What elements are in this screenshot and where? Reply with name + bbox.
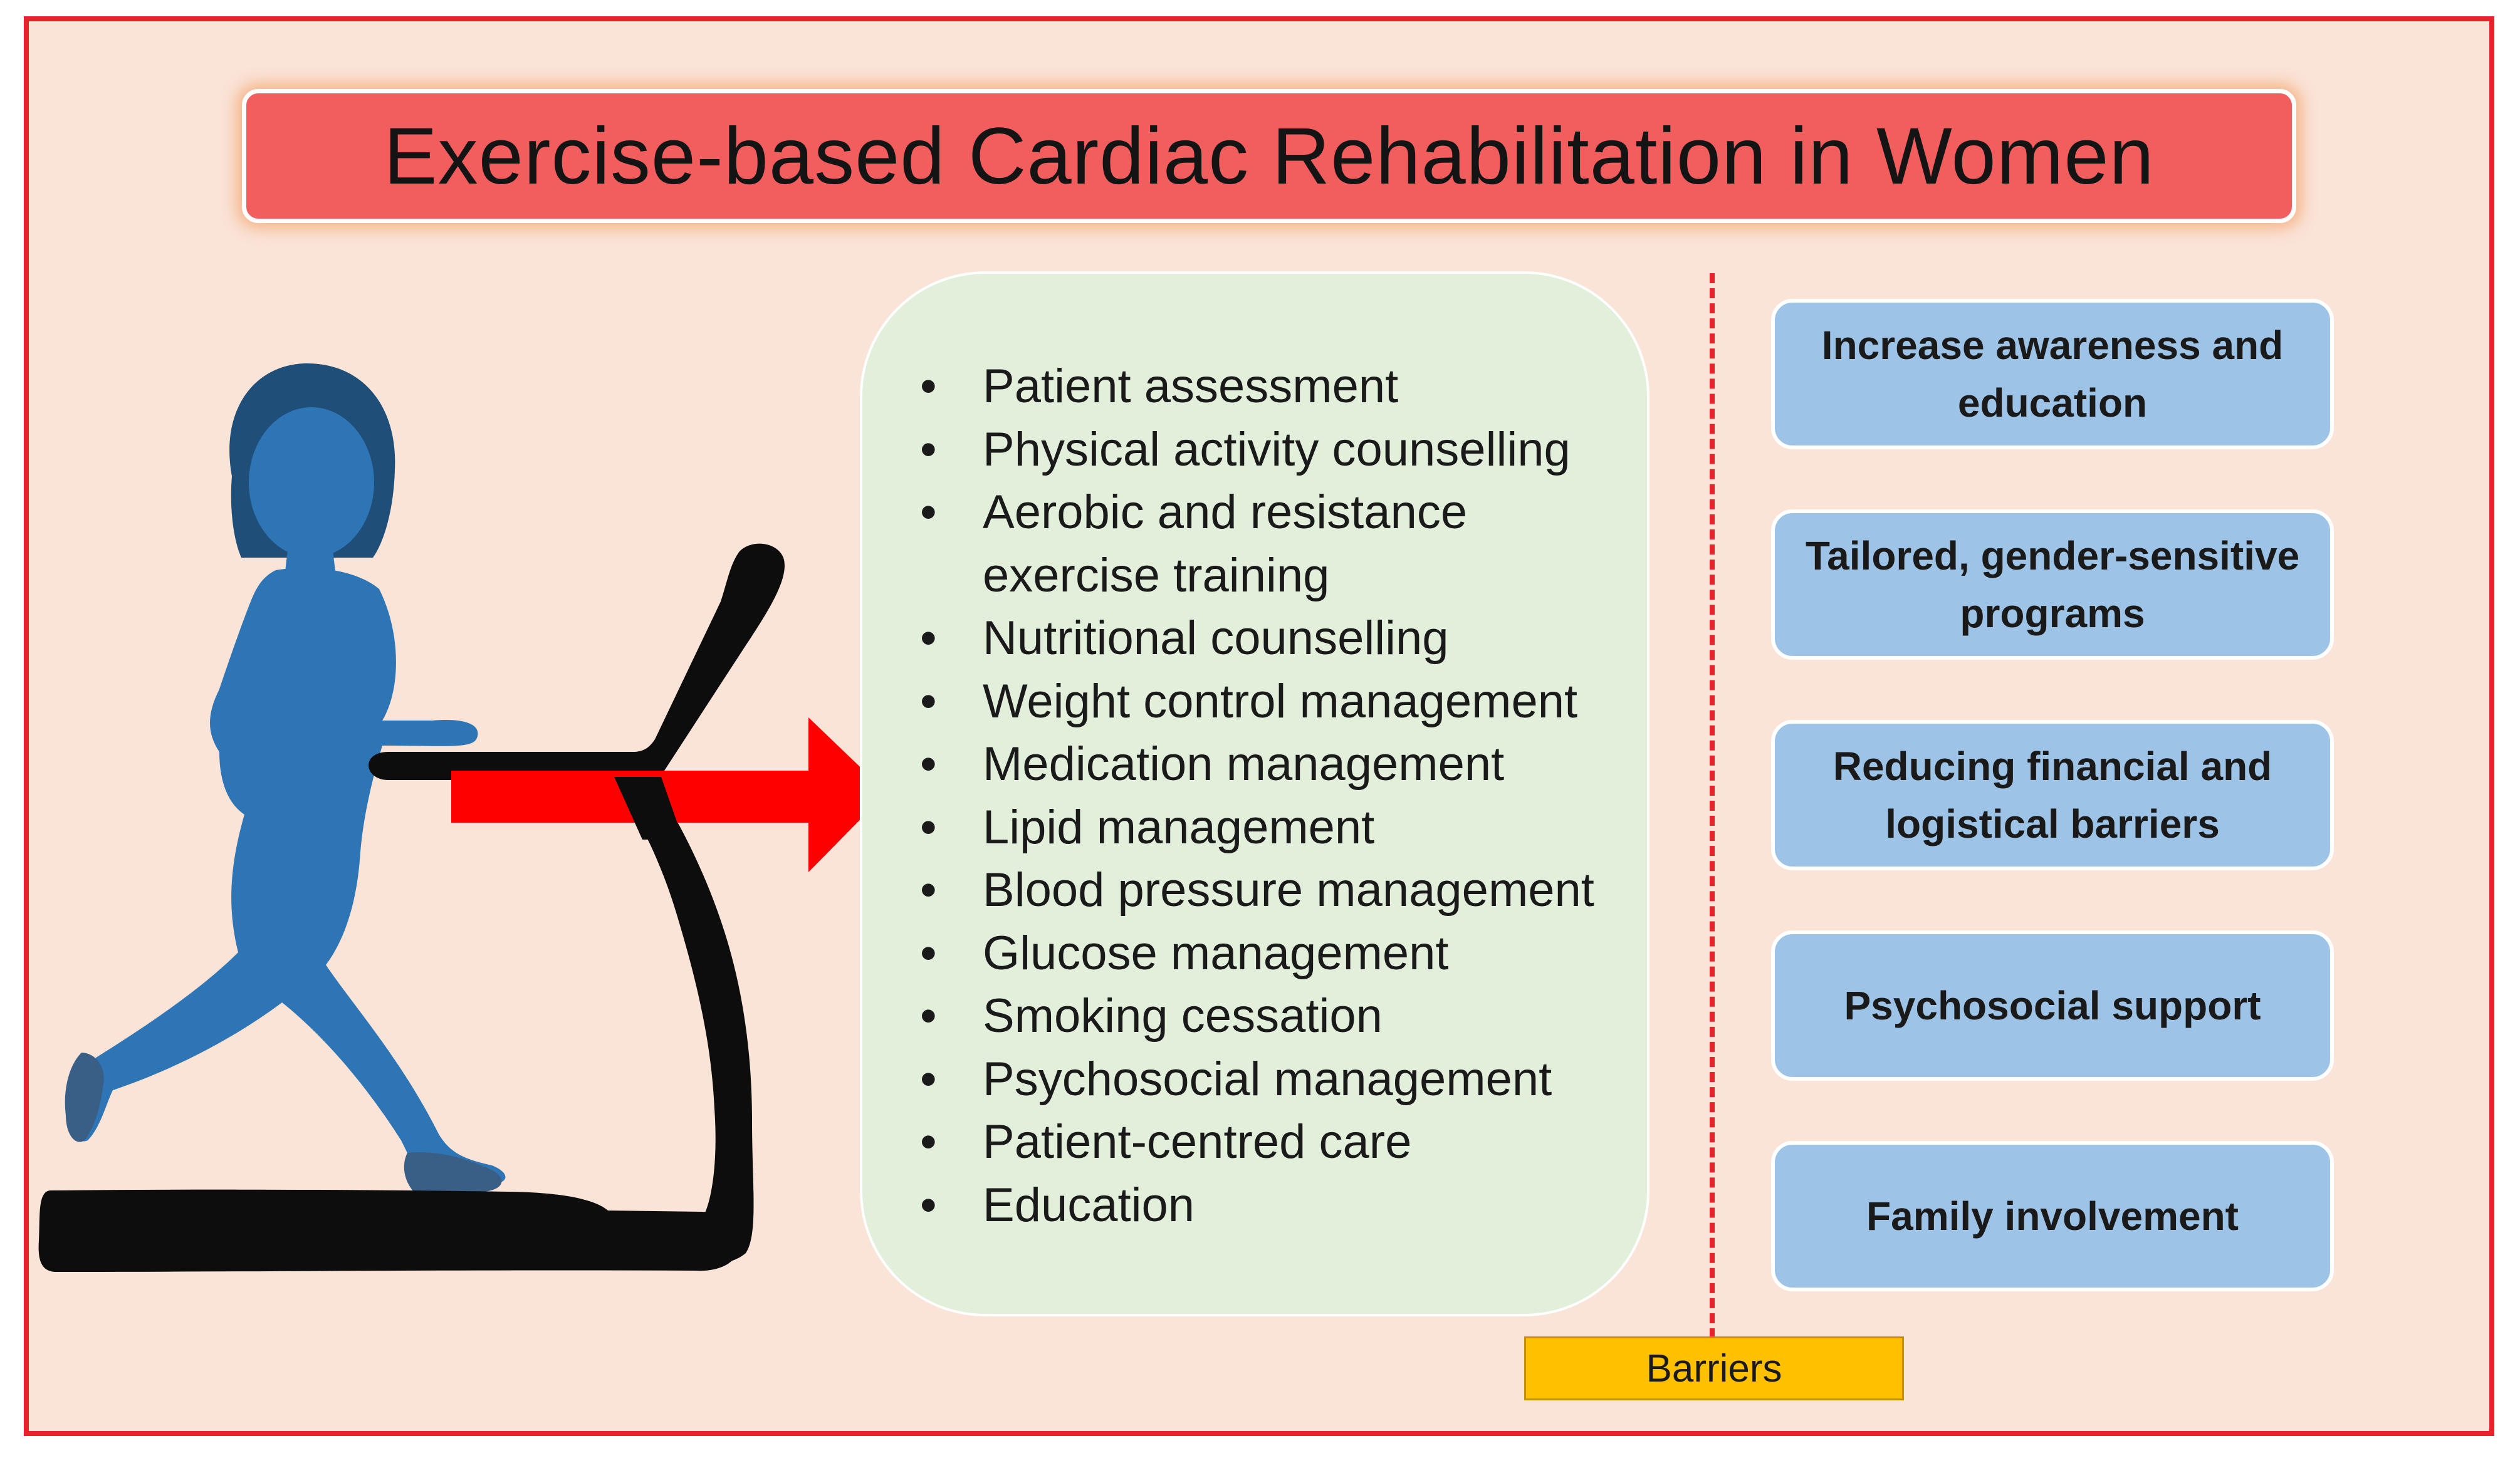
list-item-label: Psychosocial management (983, 1052, 1552, 1106)
strategy-label: Increase awareness and education (1821, 323, 2284, 425)
strategy-box-psychosocial: Psychosocial support (1771, 930, 2334, 1081)
bullet-icon: • (920, 800, 937, 854)
list-item: • Lipid management (920, 796, 1628, 860)
bullet-icon: • (920, 674, 937, 728)
list-item-label: Education (983, 1178, 1195, 1232)
right-arrow-icon (451, 717, 887, 872)
list-item-label: Medication management (983, 737, 1505, 791)
list-item-label: Weight control management (983, 674, 1578, 728)
list-item: • Physical activity counselling (920, 419, 1628, 482)
strategy-label: Family involvement (1866, 1194, 2239, 1239)
bullet-icon: • (920, 1052, 937, 1106)
bullet-icon: • (920, 737, 937, 791)
list-item: • Aerobic and resistance exercise trainin… (920, 481, 1628, 607)
diagram-title: Exercise-based Cardiac Rehabilitation in… (384, 111, 2155, 201)
list-item: • Patient-centred care (920, 1111, 1628, 1174)
treadmill-icon (38, 543, 785, 1272)
list-item: • Nutritional counselling (920, 607, 1628, 670)
list-item-label: Smoking cessation (983, 989, 1383, 1043)
woman-running-icon (65, 363, 506, 1192)
strategy-box-awareness: Increase awareness and education (1771, 299, 2334, 449)
title-banner: Exercise-based Cardiac Rehabilitation in… (242, 89, 2296, 223)
list-item-label: Nutritional counselling (983, 612, 1449, 665)
list-item-label: Glucose management (983, 926, 1449, 980)
list-item-label: Lipid management (983, 800, 1375, 854)
strategy-label: Tailored, gender-sensitive programs (1805, 533, 2300, 636)
strategy-box-financial-barriers: Reducing financial and logistical barrie… (1771, 720, 2334, 870)
woman-on-treadmill-illustration (38, 363, 887, 1272)
list-item: • Psychosocial management (920, 1048, 1628, 1112)
list-item: • Weight control management (920, 670, 1628, 734)
bullet-icon: • (920, 989, 937, 1043)
bullet-icon: • (920, 486, 937, 539)
bullet-icon: • (920, 1178, 937, 1232)
list-item-label: Patient assessment (983, 360, 1399, 413)
bullet-icon: • (920, 1115, 937, 1169)
barriers-label: Barriers (1524, 1336, 1904, 1400)
barriers-divider (1710, 273, 1715, 1338)
list-item-label: Patient-centred care (983, 1115, 1412, 1169)
cardiac-rehab-components-panel: • Patient assessment • Physical activity c… (860, 271, 1650, 1316)
list-item-label: Blood pressure management (983, 863, 1594, 917)
list-item: • Medication management (920, 733, 1628, 796)
bullet-icon: • (920, 360, 937, 413)
bullet-icon: • (920, 863, 937, 917)
list-item: • Smoking cessation (920, 985, 1628, 1048)
bullet-icon: • (920, 926, 937, 980)
list-item-label: Aerobic and resistance exercise training (983, 486, 1468, 602)
strategy-label: Psychosocial support (1844, 983, 2261, 1028)
bullet-icon: • (920, 612, 937, 665)
strategy-box-tailored-programs: Tailored, gender-sensitive programs (1771, 509, 2334, 660)
bullet-icon: • (920, 422, 937, 476)
list-item: • Education (920, 1174, 1628, 1237)
list-item: • Patient assessment (920, 355, 1628, 419)
list-item-label: Physical activity counselling (983, 422, 1571, 476)
list-item: • Blood pressure management (920, 859, 1628, 922)
strategy-box-family: Family involvement (1771, 1141, 2334, 1291)
strategy-label: Reducing financial and logistical barrie… (1832, 744, 2272, 846)
list-item: • Glucose management (920, 922, 1628, 986)
components-list: • Patient assessment • Physical activity c… (920, 355, 1628, 1237)
